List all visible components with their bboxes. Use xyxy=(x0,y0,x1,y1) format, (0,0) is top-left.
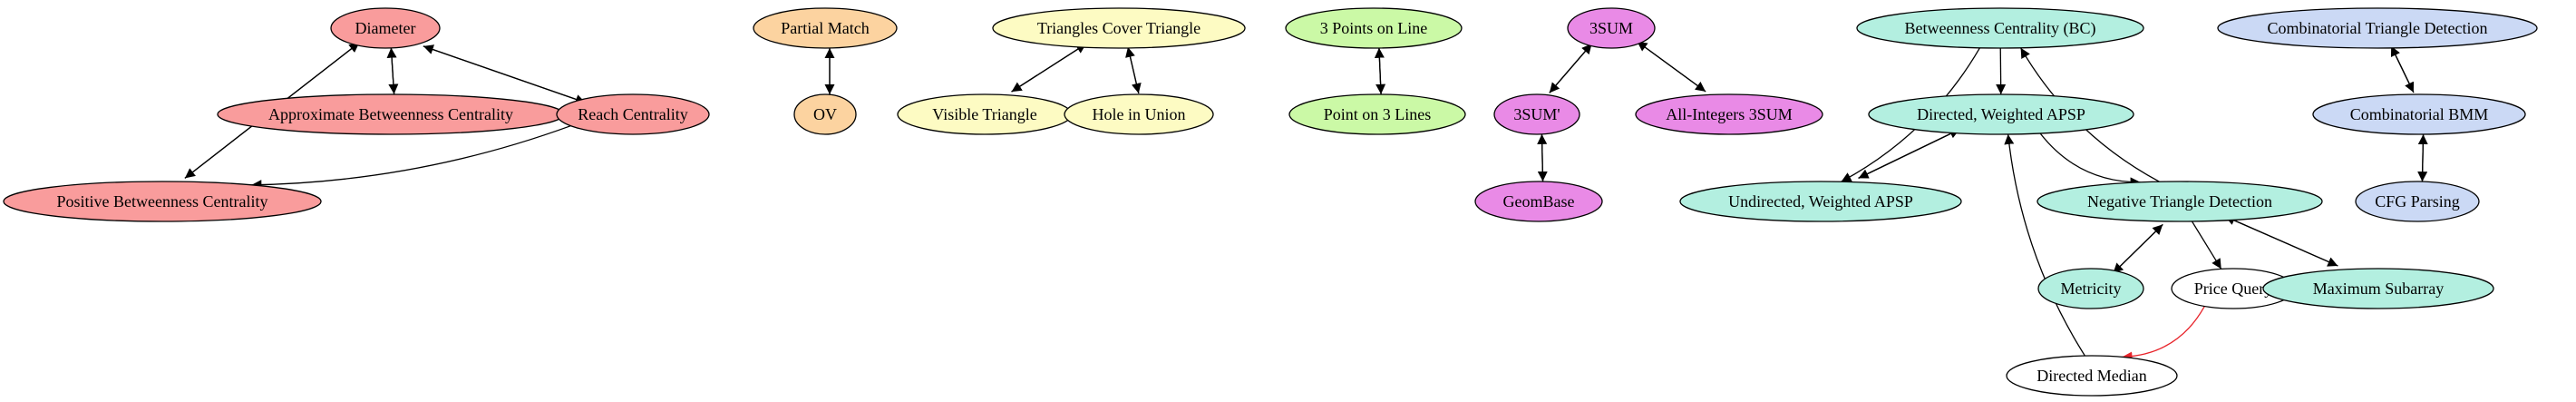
node-shape-threesum xyxy=(1567,7,1656,49)
node-point-three-lines: Point on 3 Lines xyxy=(1288,93,1466,135)
edge-max-subarray-to-neg-tri xyxy=(2224,215,2338,267)
node-label-max-subarray: Maximum Subarray xyxy=(2313,279,2444,298)
node-tri-cover: Triangles Cover Triangle xyxy=(992,7,1246,49)
node-dir-apsp: Directed, Weighted APSP xyxy=(1868,93,2134,135)
node-label-reach: Reach Centrality xyxy=(578,105,687,123)
edge-comb-bmm-to-comb-tri xyxy=(2390,45,2415,93)
node-approx-bc: Approximate Betweenness Centrality xyxy=(217,93,565,135)
edge-undir-apsp-to-dir-apsp xyxy=(1858,128,1960,179)
node-shape-comb-bmm xyxy=(2312,93,2526,135)
node-shape-max-subarray xyxy=(2262,268,2494,309)
edge-dir-apsp-to-neg-tri xyxy=(2039,132,2141,188)
edge-point-three-lines-to-three-points xyxy=(1374,47,1385,94)
node-label-price-query: Price Query xyxy=(2194,279,2272,298)
edge-neg-tri-to-price-query xyxy=(2191,221,2222,270)
node-shape-neg-tri xyxy=(2036,181,2323,222)
node-label-diameter: Diameter xyxy=(355,19,416,37)
node-price-query: Price Query xyxy=(2171,268,2296,309)
node-label-all-int-3sum: All-Integers 3SUM xyxy=(1666,105,1792,123)
node-label-threesum: 3SUM xyxy=(1589,19,1633,37)
node-bc: Betweenness Centrality (BC) xyxy=(1856,7,2144,49)
node-hole-union: Hole in Union xyxy=(1064,93,1214,135)
node-shape-reach xyxy=(556,93,710,135)
edge-dir-median-to-dir-apsp xyxy=(2004,133,2085,357)
edge-threesum-prime-to-threesum xyxy=(1549,43,1593,93)
node-max-subarray: Maximum Subarray xyxy=(2262,268,2494,309)
node-shape-partial-match xyxy=(753,7,898,49)
node-shape-all-int-3sum xyxy=(1635,93,1823,135)
node-shape-hole-union xyxy=(1064,93,1214,135)
node-comb-bmm: Combinatorial BMM xyxy=(2312,93,2526,135)
edge-visible-tri-to-tri-cover xyxy=(1011,43,1087,93)
node-cfg: CFG Parsing xyxy=(2355,181,2480,222)
node-label-dir-apsp: Directed, Weighted APSP xyxy=(1917,105,2085,123)
edge-all-int-3sum-to-threesum xyxy=(1637,41,1706,93)
node-pos-bc: Positive Betweenness Centrality xyxy=(3,181,322,222)
edge-reach-to-pos-bc xyxy=(251,125,571,191)
node-label-approx-bc: Approximate Betweenness Centrality xyxy=(268,105,513,123)
node-reach: Reach Centrality xyxy=(556,93,710,135)
node-shape-ov xyxy=(793,93,857,135)
node-label-cfg: CFG Parsing xyxy=(2375,192,2460,211)
node-diameter: Diameter xyxy=(330,7,441,49)
node-label-point-three-lines: Point on 3 Lines xyxy=(1324,105,1432,123)
node-threesum: 3SUM xyxy=(1567,7,1656,49)
node-geombase: GeomBase xyxy=(1474,181,1603,222)
node-undir-apsp: Undirected, Weighted APSP xyxy=(1679,181,1962,222)
node-shape-tri-cover xyxy=(992,7,1246,49)
node-label-undir-apsp: Undirected, Weighted APSP xyxy=(1728,192,1913,211)
node-label-comb-tri: Combinatorial Triangle Detection xyxy=(2268,19,2488,37)
node-visible-tri: Visible Triangle xyxy=(897,93,1073,135)
edge-cfg-to-comb-bmm xyxy=(2417,134,2428,182)
node-label-dir-median: Directed Median xyxy=(2036,367,2146,385)
node-shape-pos-bc xyxy=(3,181,322,222)
node-shape-bc xyxy=(1856,7,2144,49)
node-neg-tri: Negative Triangle Detection xyxy=(2036,181,2323,222)
node-shape-dir-apsp xyxy=(1868,93,2134,135)
edge-bc-to-dir-apsp xyxy=(1996,47,2007,95)
node-shape-geombase xyxy=(1474,181,1603,222)
node-dir-median: Directed Median xyxy=(2006,355,2178,397)
node-comb-tri: Combinatorial Triangle Detection xyxy=(2217,7,2538,49)
node-shape-metricity xyxy=(2037,268,2144,309)
node-metricity: Metricity xyxy=(2037,268,2144,309)
edge-layer xyxy=(184,41,2428,362)
node-label-metricity: Metricity xyxy=(2061,279,2122,298)
edge-price-query-to-dir-median xyxy=(2122,306,2205,362)
node-label-visible-tri: Visible Triangle xyxy=(932,105,1036,123)
node-label-comb-bmm: Combinatorial BMM xyxy=(2350,105,2489,123)
node-all-int-3sum: All-Integers 3SUM xyxy=(1635,93,1823,135)
node-label-geombase: GeomBase xyxy=(1503,192,1575,211)
node-label-three-points: 3 Points on Line xyxy=(1320,19,1428,37)
node-label-threesum-prime: 3SUM' xyxy=(1513,105,1560,123)
node-shape-dir-median xyxy=(2006,355,2178,397)
node-threesum-prime: 3SUM' xyxy=(1493,93,1580,135)
node-label-tri-cover: Triangles Cover Triangle xyxy=(1037,19,1201,37)
node-shape-undir-apsp xyxy=(1679,181,1962,222)
node-shape-point-three-lines xyxy=(1288,93,1466,135)
edge-approx-bc-to-diameter xyxy=(386,47,397,94)
node-partial-match: Partial Match xyxy=(753,7,898,49)
node-shape-comb-tri xyxy=(2217,7,2538,49)
node-ov: OV xyxy=(793,93,857,135)
node-three-points: 3 Points on Line xyxy=(1285,7,1463,49)
node-label-pos-bc: Positive Betweenness Centrality xyxy=(57,192,268,211)
edge-reach-to-diameter xyxy=(423,44,587,103)
node-shape-three-points xyxy=(1285,7,1463,49)
node-label-ov: OV xyxy=(813,105,837,123)
node-shape-threesum-prime xyxy=(1493,93,1580,135)
node-label-hole-union: Hole in Union xyxy=(1093,105,1186,123)
edge-hole-union-to-tri-cover xyxy=(1125,46,1140,94)
node-label-bc: Betweenness Centrality (BC) xyxy=(1905,19,2096,38)
node-shape-cfg xyxy=(2355,181,2480,222)
node-label-neg-tri: Negative Triangle Detection xyxy=(2087,192,2272,211)
node-label-partial-match: Partial Match xyxy=(781,19,869,37)
edge-geombase-to-threesum-prime xyxy=(1537,133,1548,181)
node-shape-diameter xyxy=(330,7,441,49)
edge-metricity-to-neg-tri xyxy=(2112,223,2163,274)
